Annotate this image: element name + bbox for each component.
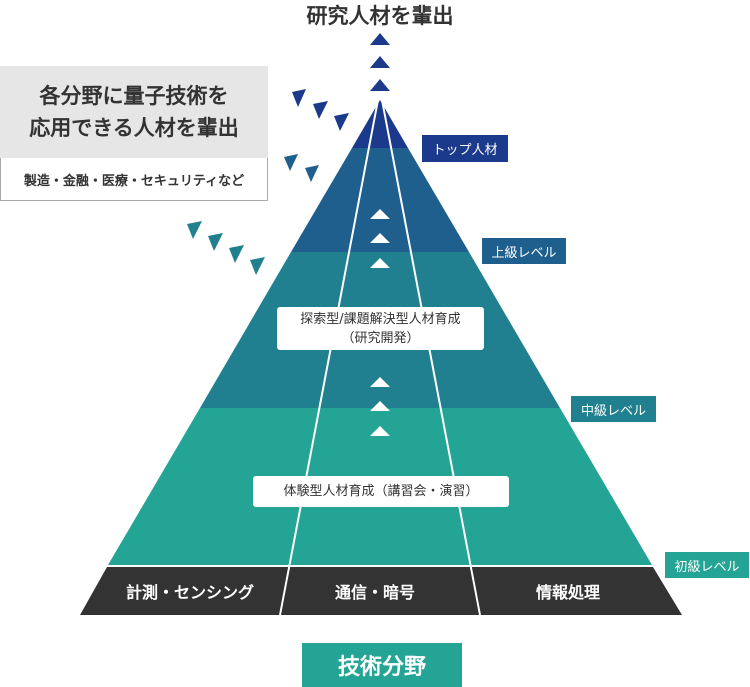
divider-left <box>279 99 379 616</box>
research-line1: 探索型/課題解決型人材育成 <box>300 311 461 327</box>
divider-right <box>381 99 481 616</box>
level-advanced: 上級レベル <box>482 238 566 264</box>
field-measurement: 計測・センシング <box>126 583 254 602</box>
research-line2: （研究開発） <box>341 330 420 346</box>
up-arrow-icons-mid <box>370 209 390 436</box>
left-sub-panel: 製造・金融・医療・セキュリティなど <box>0 158 268 201</box>
field-communication: 通信・暗号 <box>335 583 415 602</box>
top-title: 研究人材を輩出 <box>307 4 454 28</box>
level-intermediate: 中級レベル <box>571 396 656 422</box>
experience-label: 体験型人材育成（講習会・演習） <box>283 484 479 499</box>
fields-label: 技術分野 <box>302 643 462 687</box>
up-arrow-icons-top <box>370 33 390 91</box>
headline-line2: 応用できる人材を輩出 <box>29 116 239 140</box>
level-top: トップ人材 <box>422 135 508 162</box>
fields-label-text: 技術分野 <box>337 655 426 680</box>
tier-top <box>352 100 408 148</box>
sub-industries: 製造・金融・医療・セキュリティなど <box>23 173 245 189</box>
diagonal-arrow-icons <box>187 89 349 275</box>
research-program-box: 探索型/課題解決型人材育成 （研究開発） <box>277 307 484 350</box>
left-headline-panel: 各分野に量子技術を 応用できる人材を輩出 <box>0 66 268 158</box>
level-beginner: 初級レベル <box>665 552 749 578</box>
tier-advanced <box>291 148 469 252</box>
headline-line1: 各分野に量子技術を <box>39 84 229 108</box>
field-information: 情報処理 <box>536 583 600 602</box>
experience-program-box: 体験型人材育成（講習会・演習） <box>253 476 509 507</box>
fields-band <box>80 567 682 615</box>
